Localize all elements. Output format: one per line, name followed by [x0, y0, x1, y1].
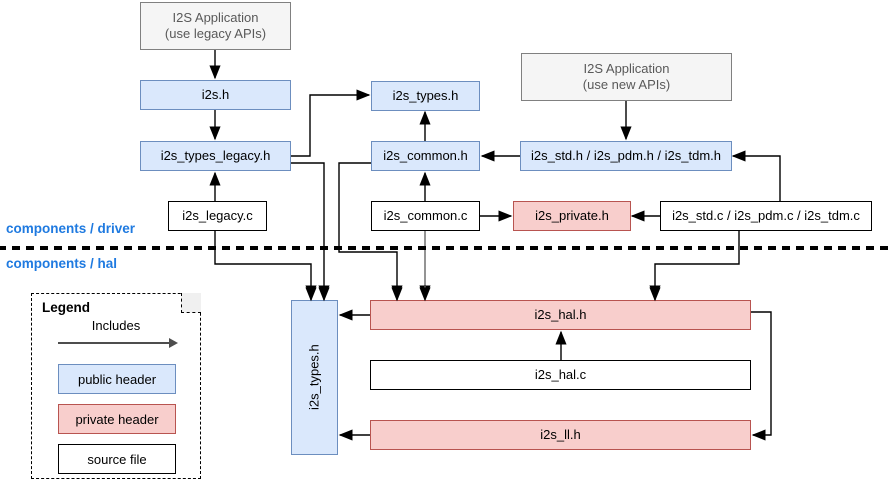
node-i2s-private-h[interactable]: i2s_private.h [513, 201, 631, 231]
node-i2s-std-pdm-tdm-c-label: i2s_std.c / i2s_pdm.c / i2s_tdm.c [672, 207, 860, 223]
legend-title: Legend [42, 300, 91, 315]
node-i2s-std-pdm-tdm-c[interactable]: i2s_std.c / i2s_pdm.c / i2s_tdm.c [660, 201, 872, 231]
node-i2s-types-legacy-h-label: i2s_types_legacy.h [160, 147, 271, 163]
node-i2s-legacy-c[interactable]: i2s_legacy.c [168, 201, 267, 231]
zone-label-driver: components / driver [6, 221, 136, 236]
legend-private-header: private header [58, 404, 176, 434]
node-i2s-private-h-label: i2s_private.h [535, 207, 609, 223]
legend-public-header-label: public header [77, 371, 157, 387]
node-i2s-types-h-driver[interactable]: i2s_types.h [371, 81, 480, 111]
node-i2s-h[interactable]: i2s.h [140, 80, 291, 110]
node-i2s-types-legacy-h[interactable]: i2s_types_legacy.h [140, 141, 291, 171]
app-new-line1: I2S Application [583, 60, 670, 76]
legend-private-header-label: private header [75, 411, 159, 427]
legend-includes-arrow-icon [58, 338, 178, 348]
node-i2s-common-c-label: i2s_common.c [383, 207, 468, 223]
node-i2s-types-h-hal[interactable]: i2s_types.h [291, 300, 338, 455]
node-i2s-hal-h[interactable]: i2s_hal.h [370, 300, 751, 330]
app-new-line2: (use new APIs) [582, 77, 671, 92]
legend-fold-corner [181, 293, 201, 313]
node-i2s-types-h-driver-label: i2s_types.h [392, 87, 459, 103]
node-i2s-legacy-c-label: i2s_legacy.c [182, 207, 253, 223]
zone-label-hal: components / hal [6, 256, 118, 271]
app-legacy-line1: I2S Application [172, 9, 259, 25]
node-i2s-hal-c[interactable]: i2s_hal.c [370, 360, 751, 390]
node-i2s-common-c[interactable]: i2s_common.c [371, 201, 480, 231]
legend-panel: Legend Includes public header private he… [31, 293, 201, 479]
node-i2s-std-pdm-tdm-h[interactable]: i2s_std.h / i2s_pdm.h / i2s_tdm.h [520, 141, 732, 171]
node-i2s-h-label: i2s.h [201, 86, 230, 102]
node-i2s-application-new[interactable]: I2S Application (use new APIs) [521, 53, 732, 101]
legend-source-file: source file [58, 444, 176, 474]
node-i2s-hal-h-label: i2s_hal.h [534, 306, 587, 322]
node-i2s-types-h-hal-label: i2s_types.h [306, 344, 322, 411]
app-legacy-line2: (use legacy APIs) [164, 26, 267, 41]
legend-includes-label: Includes [91, 318, 141, 333]
legend-public-header: public header [58, 364, 176, 394]
node-i2s-common-h-label: i2s_common.h [383, 147, 468, 163]
node-i2s-ll-h-label: i2s_ll.h [540, 426, 581, 442]
legend-source-file-label: source file [87, 451, 147, 467]
node-i2s-hal-c-label: i2s_hal.c [534, 366, 587, 382]
node-i2s-application-legacy[interactable]: I2S Application (use legacy APIs) [140, 2, 291, 50]
node-i2s-common-h[interactable]: i2s_common.h [371, 141, 480, 171]
node-i2s-std-pdm-tdm-h-label: i2s_std.h / i2s_pdm.h / i2s_tdm.h [530, 147, 722, 163]
node-i2s-ll-h[interactable]: i2s_ll.h [370, 420, 751, 450]
